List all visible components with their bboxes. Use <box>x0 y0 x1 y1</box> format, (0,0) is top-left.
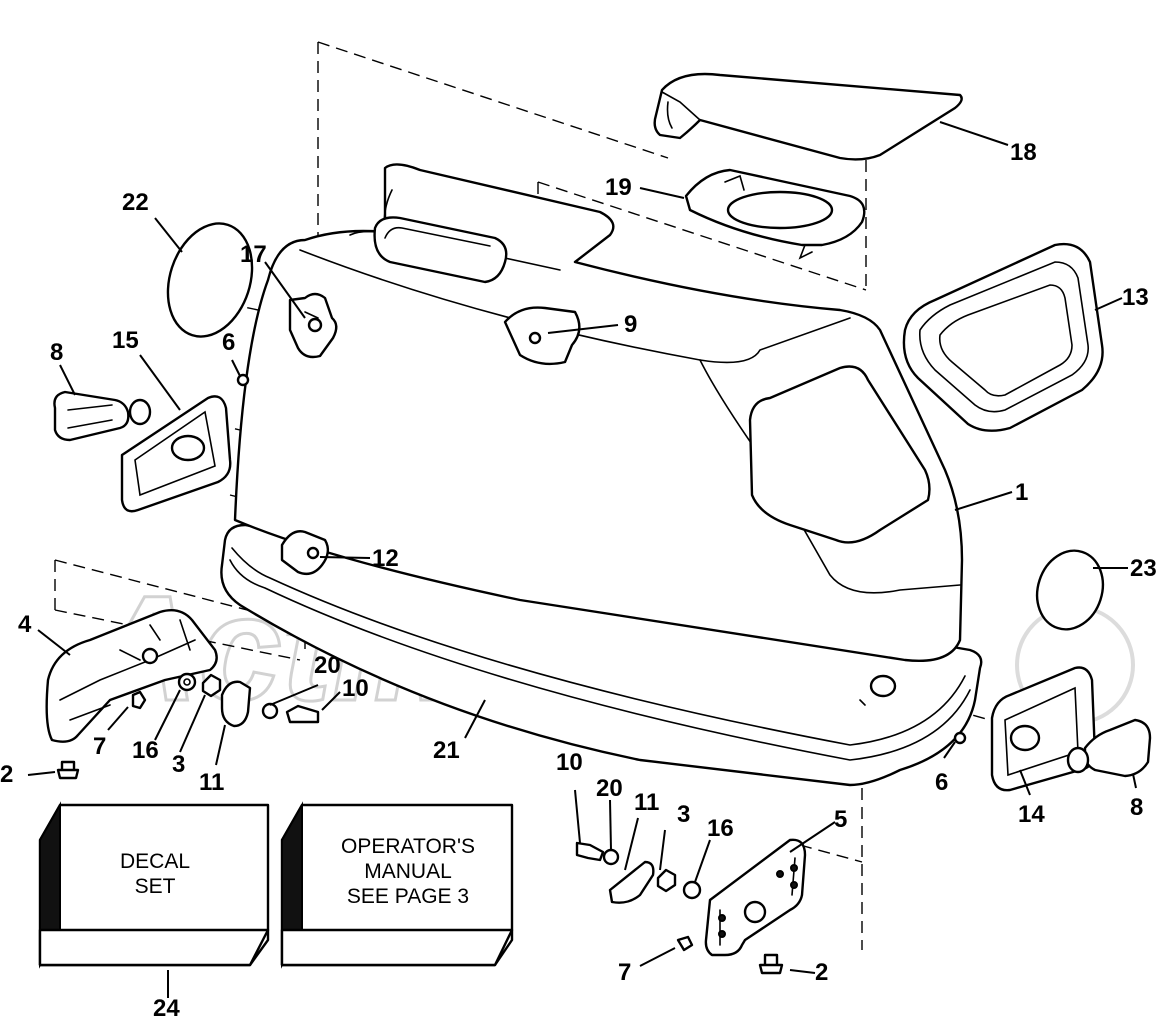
callout-16-left: 16 <box>132 737 159 764</box>
callouts: 1 2 2 3 3 4 5 6 6 7 7 8 8 9 10 10 11 11 … <box>0 139 1157 1022</box>
manual-line1: OPERATOR'S <box>341 835 475 858</box>
callout-18: 18 <box>1010 139 1037 166</box>
washer-16-left <box>177 672 197 692</box>
callout-16-right: 16 <box>707 815 734 842</box>
callout-21: 21 <box>433 737 460 764</box>
bracket-9 <box>503 306 581 366</box>
callout-3-left: 3 <box>172 751 185 778</box>
callout-7-right: 7 <box>618 959 631 986</box>
manual-line3: SEE PAGE 3 <box>347 885 469 908</box>
callout-8-right: 8 <box>1130 794 1143 821</box>
window-13 <box>902 242 1104 432</box>
washer-16-right <box>682 880 702 900</box>
callout-22: 22 <box>122 189 149 216</box>
callout-11-left: 11 <box>199 769 224 796</box>
callout-10-left: 10 <box>342 675 369 702</box>
bracket-12 <box>280 530 330 576</box>
lid-18 <box>653 72 963 161</box>
callout-2-right: 2 <box>815 959 828 986</box>
grommet-2-left <box>56 760 80 780</box>
manual-box: OPERATOR'S MANUAL SEE PAGE 3 <box>280 801 514 969</box>
clip-11-left <box>220 680 252 728</box>
bolt-7-right <box>676 935 694 952</box>
callout-13: 13 <box>1122 284 1149 311</box>
bolt-10-left <box>285 704 320 724</box>
callout-17: 17 <box>240 241 267 268</box>
callout-20-right: 20 <box>596 775 623 802</box>
manual-line2: MANUAL <box>364 860 452 883</box>
handle-8-right <box>1083 718 1152 778</box>
bolt-7-left <box>131 690 147 710</box>
callout-20-left: 20 <box>314 652 341 679</box>
callout-7-left: 7 <box>93 733 106 760</box>
callout-23: 23 <box>1130 555 1157 582</box>
clip-11-right <box>608 860 655 904</box>
bolt-10-right <box>575 841 605 862</box>
callout-10-right: 10 <box>556 749 583 776</box>
ring-22 <box>166 222 254 338</box>
callout-14: 14 <box>1018 801 1045 828</box>
decal-box-24: DECAL SET <box>38 801 270 969</box>
screw-6-left <box>236 373 250 387</box>
seal-21 <box>220 523 983 787</box>
washer-20-right <box>602 848 620 866</box>
nut-3-right <box>656 868 677 893</box>
callout-5: 5 <box>834 806 847 833</box>
callout-9: 9 <box>624 311 637 338</box>
leader-lines <box>27 121 1137 998</box>
handle-8-left <box>53 390 130 442</box>
callout-6-left: 6 <box>222 329 235 356</box>
callout-11-right: 11 <box>634 789 659 816</box>
ring-23 <box>1035 549 1105 631</box>
nut-3-left <box>201 673 222 698</box>
mount-4 <box>45 609 218 743</box>
callout-15: 15 <box>112 327 139 354</box>
callout-3-right: 3 <box>677 801 690 828</box>
callout-12: 12 <box>372 545 399 572</box>
callout-8-left: 8 <box>50 339 63 366</box>
decal-line2: SET <box>135 875 176 898</box>
mount-5 <box>704 838 807 957</box>
decal-line1: DECAL <box>120 850 190 873</box>
grommet-2-right <box>758 953 784 975</box>
callout-1: 1 <box>1015 479 1028 506</box>
callout-6-right: 6 <box>935 769 948 796</box>
callout-24: 24 <box>153 995 180 1022</box>
screw-6-right <box>953 731 967 745</box>
callout-4: 4 <box>18 611 32 638</box>
callout-19: 19 <box>605 174 632 201</box>
engine-cover-1 <box>233 163 964 662</box>
callout-2-left: 2 <box>0 761 13 788</box>
washer-20-left <box>261 702 279 720</box>
